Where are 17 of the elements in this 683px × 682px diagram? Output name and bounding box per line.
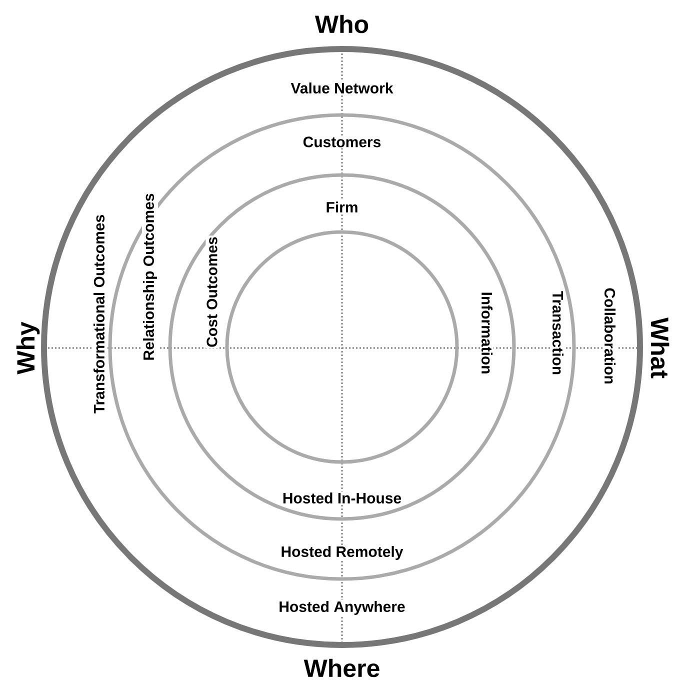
ring-label: Firm bbox=[324, 200, 360, 214]
axis-heading: Where bbox=[302, 658, 382, 678]
ring bbox=[225, 230, 459, 464]
axis-heading: Who bbox=[314, 14, 370, 34]
axis-heading: What bbox=[650, 316, 670, 380]
axis-heading: Why bbox=[15, 320, 41, 376]
ring-label: Value Network bbox=[290, 82, 394, 94]
ring-label: Cost Outcomes bbox=[206, 236, 218, 348]
ring-label: Relationship Outcomes bbox=[142, 192, 158, 362]
ring-label: Hosted Anywhere bbox=[278, 600, 406, 616]
ring-label: Collaboration bbox=[604, 286, 616, 386]
ring-label: Hosted Remotely bbox=[280, 545, 404, 561]
ring-label: Hosted In-House bbox=[281, 491, 403, 504]
ring-label: Customers bbox=[302, 136, 382, 148]
ring-label: Transformational Outcomes bbox=[92, 213, 106, 415]
ring-label: Transaction bbox=[552, 290, 564, 376]
ring-label: Information bbox=[480, 290, 494, 376]
